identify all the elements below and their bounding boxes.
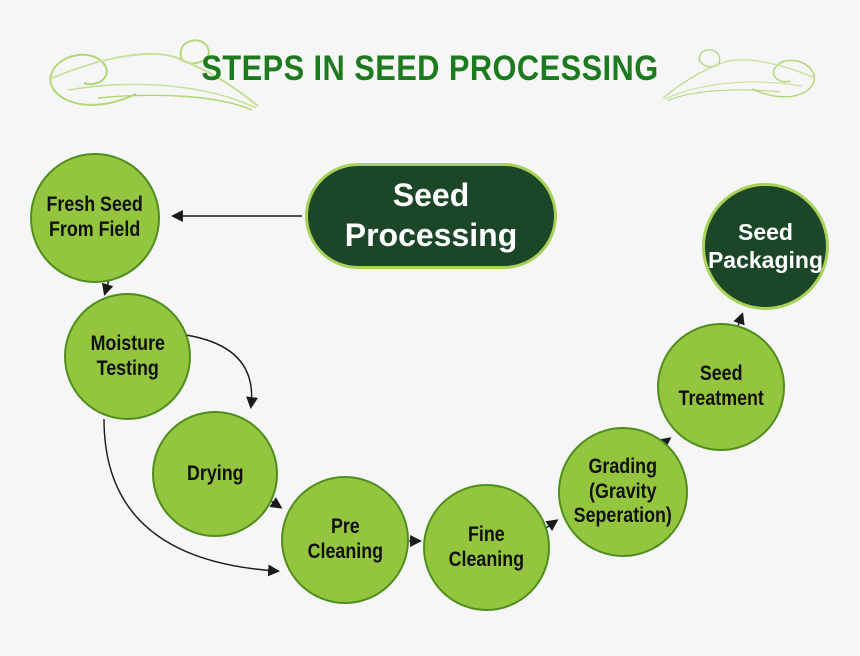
page-title: STEPS IN SEED PROCESSING: [201, 49, 659, 88]
step-label: Grading (Gravity Seperation): [574, 455, 672, 529]
step-label-line: Pre: [330, 515, 360, 539]
arrow-fine-to-grading: [545, 519, 559, 531]
arrow-moisture-to-drying: [185, 334, 258, 409]
step-label-line: Seed: [738, 218, 793, 245]
hub-seed-processing: Seed Processing: [305, 163, 557, 269]
step-label: Fine Cleaning: [449, 523, 524, 573]
step-label-line: From Field: [49, 218, 141, 241]
step-label-line: Drying: [186, 461, 244, 485]
step-label: Fresh Seed From Field: [47, 193, 143, 243]
step-label-line: (Gravity: [589, 479, 657, 503]
step-fresh-seed-from-field: Fresh Seed From Field: [30, 153, 160, 283]
step-fine-cleaning: Fine Cleaning: [423, 484, 550, 611]
step-label: Pre Cleaning: [307, 515, 382, 565]
hub-label-line: Seed: [392, 177, 470, 214]
step-label-line: Fine: [468, 522, 505, 546]
step-label: Seed Treatment: [678, 362, 763, 412]
step-label-line: Cleaning: [448, 547, 525, 571]
step-label-line: Grading: [588, 454, 658, 478]
step-label: Seed Packaging: [708, 219, 823, 274]
step-label-line: Testing: [96, 356, 159, 380]
step-seed-packaging: Seed Packaging: [702, 183, 829, 310]
step-seed-treatment: Seed Treatment: [657, 323, 785, 451]
step-label-line: Fresh Seed: [46, 193, 144, 217]
step-pre-cleaning: Pre Cleaning: [281, 476, 409, 604]
step-label: Drying: [187, 462, 244, 487]
step-label-line: Moisture: [90, 331, 165, 355]
step-label-line: Packaging: [707, 246, 824, 273]
step-label-line: Seperation): [573, 504, 673, 528]
step-label-line: Cleaning: [307, 540, 383, 563]
step-grading-gravity-separation: Grading (Gravity Seperation): [558, 427, 688, 557]
step-label: Moisture Testing: [90, 332, 164, 382]
step-drying: Drying: [152, 411, 278, 537]
step-moisture-testing: Moisture Testing: [64, 293, 191, 420]
step-label-line: Seed: [699, 362, 743, 386]
step-label-line: Treatment: [678, 387, 764, 410]
hub-label-line: Processing: [344, 217, 518, 253]
